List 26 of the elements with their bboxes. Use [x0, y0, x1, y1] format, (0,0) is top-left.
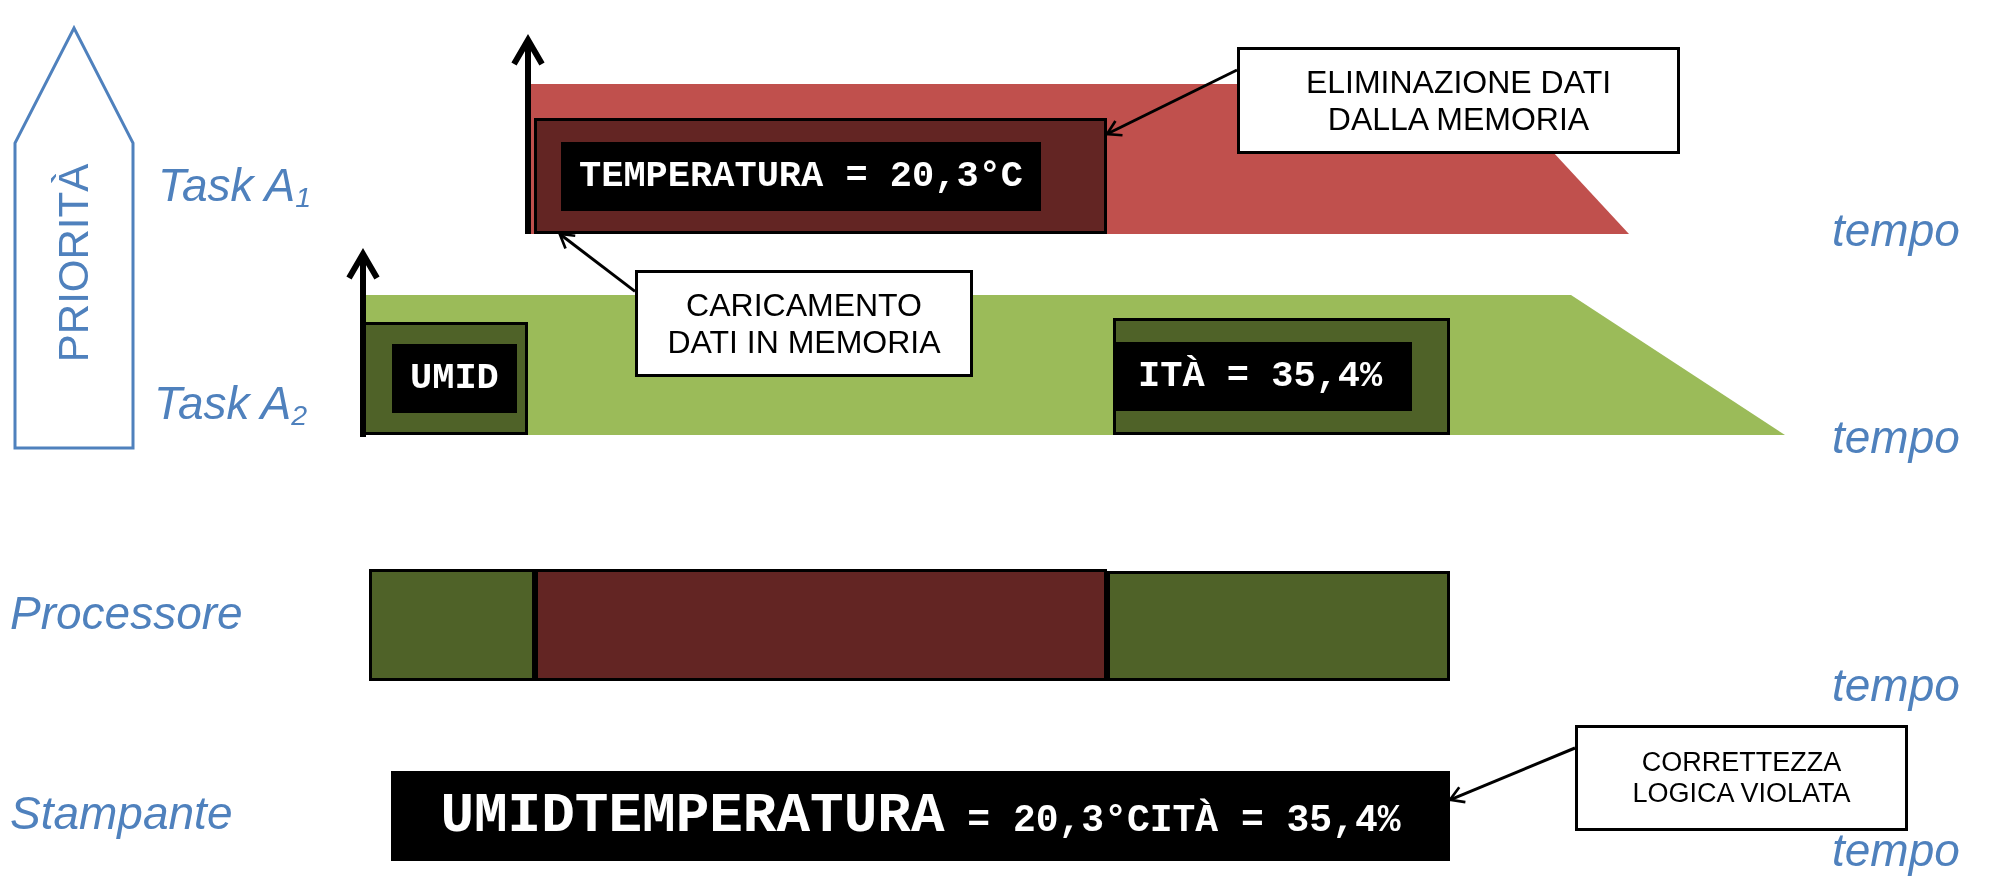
- data-value-text: TEMPERATURA = 20,3°C: [561, 141, 1042, 211]
- axis-label: Stampante: [10, 788, 233, 839]
- leader-arrow: [1448, 746, 1576, 804]
- axis-label: Task A$_{1}$: [158, 160, 312, 214]
- data-value-text: UMID: [392, 344, 517, 413]
- axis-label: tempo: [1832, 660, 1960, 711]
- printed-text: UMIDTEMPERATURA = 20,3°CITÀ = 35,4%: [440, 788, 1401, 844]
- callout-box: ELIMINAZIONE DATI DALLA MEMORIA: [1237, 47, 1680, 154]
- data-value-text: ITÀ = 35,4%: [1116, 342, 1413, 411]
- processor-slot: [535, 569, 1107, 681]
- task-box: [363, 322, 528, 435]
- task-box: [534, 118, 1107, 234]
- processor-slot: [369, 569, 535, 681]
- processor-slot: [1107, 571, 1450, 681]
- task-box: [1113, 318, 1450, 435]
- printer-output-bar: [391, 771, 1450, 861]
- leader-arrow: [558, 232, 636, 293]
- priority-label: PRIORITÀ: [53, 163, 95, 363]
- axis-label: tempo: [1832, 412, 1960, 463]
- axis-label: Processore: [10, 588, 243, 639]
- leader-arrow: [1105, 68, 1238, 137]
- priority-arrow: [13, 25, 135, 450]
- callout-box: CORRETTEZZA LOGICA VIOLATA: [1575, 725, 1908, 831]
- axis-label: tempo: [1832, 205, 1960, 256]
- axis-label: Task A$_{2}$: [154, 378, 308, 432]
- callout-box: CARICAMENTO DATI IN MEMORIA: [635, 270, 973, 377]
